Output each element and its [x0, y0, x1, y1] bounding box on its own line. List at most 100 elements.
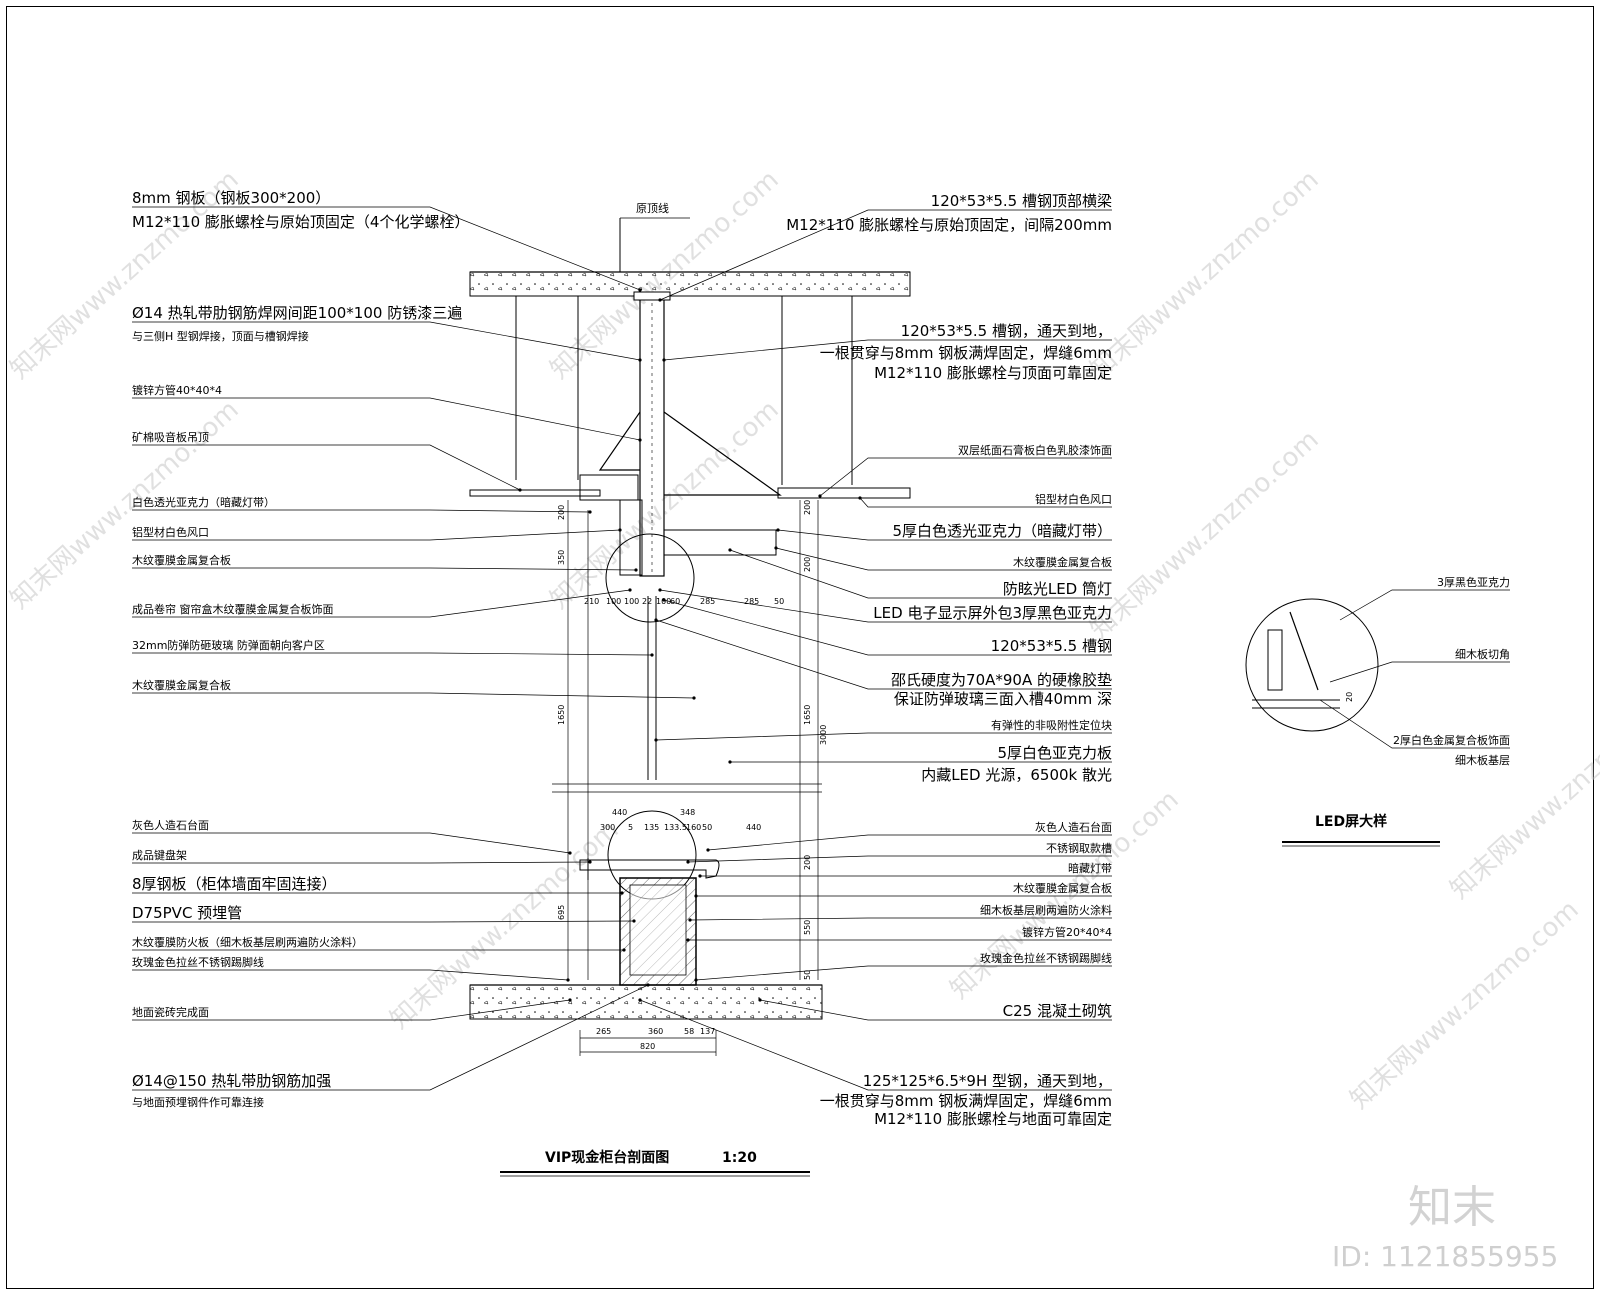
watermark: 知末网www.znzmo.com — [1085, 425, 1325, 645]
label-r24: 玫瑰金色拉丝不锈钢踢脚线 — [980, 951, 1112, 965]
leader-dot — [628, 588, 632, 592]
dim-bottom: 360 — [648, 1027, 663, 1036]
label-l11: 32mm防弹防砸玻璃 防弹面朝向客户区 — [132, 638, 325, 652]
top-marker: 原顶线 — [619, 201, 690, 272]
detail-title: LED屏大样 — [1315, 813, 1387, 830]
dim-vertical-right: 200 — [803, 557, 812, 572]
label-l5: 镀锌方管40*40*4 — [132, 383, 222, 397]
leader-line — [663, 339, 1112, 361]
leader-line — [132, 692, 695, 699]
label-l19: 地面瓷砖完成面 — [132, 1005, 209, 1019]
label-r22: 细木板基层刷两遍防火涂料 — [980, 903, 1112, 917]
leader-dot — [706, 848, 710, 852]
vertical-dimension-lines — [567, 500, 819, 980]
dim-bottom: 58 — [684, 1027, 694, 1036]
leader-line — [659, 589, 1112, 623]
leader-dot — [728, 760, 732, 764]
leader-dot — [622, 948, 626, 952]
leader-dot — [620, 891, 624, 895]
leader-dot — [588, 860, 592, 864]
leader-line — [132, 984, 649, 1091]
leader-dot — [688, 918, 692, 922]
leader-line — [695, 965, 1112, 981]
detail-label-d2: 细木板切角 — [1455, 647, 1510, 661]
leader-dot — [646, 983, 650, 987]
dim-counter: 300 — [600, 823, 615, 832]
leader-line — [132, 529, 621, 541]
label-r17: 内藏LED 光源，6500k 散光 — [921, 766, 1112, 784]
dim-counter: 5 — [628, 823, 633, 832]
dim-counter: 50 — [702, 823, 712, 832]
dim-vertical-right: 50 — [803, 970, 812, 980]
dim-upper: 60 — [670, 597, 680, 606]
counter-top — [579, 858, 720, 880]
leader-dot — [568, 851, 572, 855]
label-l15: 8厚钢板（柜体墙面牢固连接） — [132, 875, 337, 893]
leader-dot — [566, 978, 570, 982]
leader-dot — [692, 696, 696, 700]
steel-column — [633, 291, 671, 577]
detail-label-d3: 2厚白色金属复合板饰面 — [1393, 733, 1510, 747]
dim-upper: 285 — [744, 597, 759, 606]
led-detail-drawing — [1245, 598, 1379, 732]
label-r15: 有弹性的非吸附性定位块 — [991, 718, 1112, 732]
dim-upper: 210 — [584, 597, 599, 606]
leader-line — [132, 832, 571, 854]
leader-line — [132, 969, 569, 981]
dim-counter: 133.5 — [664, 823, 687, 832]
dim-vertical-right: 550 — [803, 920, 812, 935]
dim-bottom-total: 820 — [640, 1042, 655, 1051]
leader-line — [132, 206, 641, 291]
ceiling-hangers — [515, 296, 853, 485]
bottom-dimension-line — [579, 1030, 717, 1056]
dim-counter: 348 — [680, 808, 695, 817]
label-r19: 不锈钢取款槽 — [1046, 841, 1112, 855]
dim-bottom: 137 — [700, 1027, 715, 1036]
leader-dot — [728, 548, 732, 552]
counter-body — [619, 877, 697, 986]
label-l18: 玫瑰金色拉丝不锈钢踢脚线 — [132, 955, 264, 969]
watermark: 知末网www.znzmo.com — [1085, 165, 1325, 385]
leader-line — [1319, 699, 1510, 749]
watermark: 知末网www.znzmo.com — [1345, 895, 1585, 1115]
leader-line — [1329, 661, 1510, 683]
dim-upper: 22 — [642, 597, 652, 606]
label-l10: 成品卷帘 窗帘盒木纹覆膜金属复合板饰面 — [132, 602, 334, 616]
main-scale: 1:20 — [722, 1150, 757, 1166]
detail-circles — [605, 533, 697, 900]
leader-dot — [638, 998, 642, 1002]
leader-line — [729, 549, 1112, 599]
leader-dot — [774, 546, 778, 550]
label-r5: M12*110 膨胀螺栓与顶面可靠固定 — [874, 364, 1112, 382]
leader-dot — [662, 358, 666, 362]
leader-line — [132, 861, 591, 864]
label-l17: 木纹覆膜防火板（细木板基层刷两遍防火涂料） — [132, 935, 363, 949]
leader-line — [132, 652, 653, 656]
leader-line — [132, 444, 521, 491]
dim-upper: 100 — [624, 597, 639, 606]
label-l16: D75PVC 预埋管 — [132, 904, 242, 922]
leader-line — [1339, 589, 1510, 621]
leader-line — [655, 619, 1112, 690]
leader-dot — [694, 978, 698, 982]
leader-dot — [694, 894, 698, 898]
dim-vertical-right: 200 — [803, 855, 812, 870]
label-r16: 5厚白色亚克力板 — [997, 744, 1112, 762]
leader-dot — [658, 298, 662, 302]
dim-bottom: 265 — [596, 1027, 611, 1036]
label-r18: 灰色人造石台面 — [1035, 820, 1112, 834]
label-r7: 铝型材白色风口 — [1035, 492, 1112, 506]
label-l2: M12*110 膨胀螺栓与原始顶固定（4个化学螺栓） — [132, 213, 469, 231]
label-r6: 双层纸面石膏板白色乳胶漆饰面 — [958, 443, 1112, 457]
leader-dot — [658, 588, 662, 592]
dim-vertical-left: 200 — [557, 505, 566, 520]
leader-line — [707, 834, 1112, 851]
leader-dot — [686, 860, 690, 864]
dim-vertical-left: 695 — [557, 905, 566, 920]
label-r25: C25 混凝土砌筑 — [1003, 1002, 1112, 1020]
leader-line — [859, 497, 1112, 508]
leader-line — [777, 529, 1112, 541]
leader-dot — [818, 494, 822, 498]
